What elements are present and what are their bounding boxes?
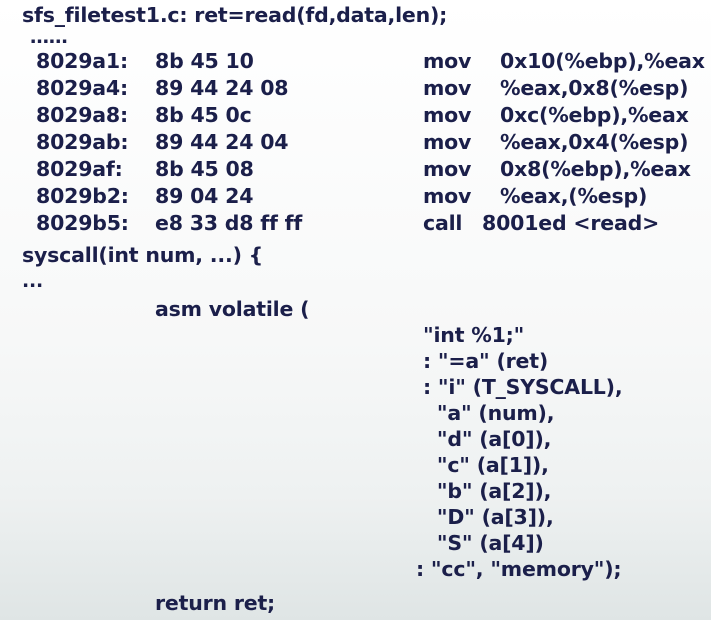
disasm-bytes: 8b 45 10 bbox=[155, 49, 254, 73]
disasm-op: call bbox=[423, 211, 463, 235]
asm-line: : "=a" (ret) bbox=[423, 349, 548, 373]
source-line: sfs_filetest1.c: ret=read(fd,data,len); bbox=[22, 3, 448, 27]
ellipsis-top: …… bbox=[30, 26, 68, 48]
disasm-bytes: 8b 45 0c bbox=[155, 103, 252, 127]
asm-line: "c" (a[1]), bbox=[423, 453, 549, 477]
disasm-addr: 8029b5: bbox=[36, 211, 129, 235]
disasm-addr: 8029a1: bbox=[36, 49, 128, 73]
asm-line: "a" (num), bbox=[423, 401, 555, 425]
disasm-op: mov bbox=[423, 157, 472, 181]
asm-line: "b" (a[2]), bbox=[423, 479, 552, 503]
disasm-op: mov bbox=[423, 184, 472, 208]
syscall-signature: syscall(int num, ...) { bbox=[22, 243, 264, 267]
disasm-addr: 8029af: bbox=[36, 157, 123, 181]
disasm-op: mov bbox=[423, 103, 472, 127]
asm-line: : "i" (T_SYSCALL), bbox=[423, 375, 623, 399]
return-line: return ret; bbox=[155, 591, 276, 615]
asm-line: "d" (a[0]), bbox=[423, 427, 552, 451]
disasm-op: mov bbox=[423, 130, 472, 154]
disasm-bytes: 8b 45 08 bbox=[155, 157, 254, 181]
disasm-args: 0x10(%ebp),%eax bbox=[500, 49, 705, 73]
disasm-bytes: 89 04 24 bbox=[155, 184, 254, 208]
disasm-addr: 8029ab: bbox=[36, 130, 129, 154]
disasm-args: 8001ed <read> bbox=[482, 211, 660, 235]
disasm-bytes: e8 33 d8 ff ff bbox=[155, 211, 303, 235]
disasm-bytes: 89 44 24 08 bbox=[155, 76, 289, 100]
disasm-addr: 8029a4: bbox=[36, 76, 128, 100]
disasm-args: 0xc(%ebp),%eax bbox=[500, 103, 689, 127]
disasm-addr: 8029a8: bbox=[36, 103, 128, 127]
disasm-op: mov bbox=[423, 76, 472, 100]
asm-volatile-open: asm volatile ( bbox=[155, 297, 310, 321]
disasm-args: 0x8(%ebp),%eax bbox=[500, 157, 691, 181]
disasm-op: mov bbox=[423, 49, 472, 73]
disasm-addr: 8029b2: bbox=[36, 184, 129, 208]
asm-line: : "cc", "memory"); bbox=[416, 557, 622, 581]
disasm-args: %eax,0x8(%esp) bbox=[500, 76, 689, 100]
asm-line: "int %1;" bbox=[423, 323, 525, 347]
disasm-args: %eax,0x4(%esp) bbox=[500, 130, 689, 154]
ellipsis-mid: ... bbox=[22, 270, 44, 292]
disasm-args: %eax,(%esp) bbox=[500, 184, 648, 208]
asm-line: "S" (a[4]) bbox=[423, 531, 544, 555]
asm-line: "D" (a[3]), bbox=[423, 505, 554, 529]
disasm-bytes: 89 44 24 04 bbox=[155, 130, 289, 154]
